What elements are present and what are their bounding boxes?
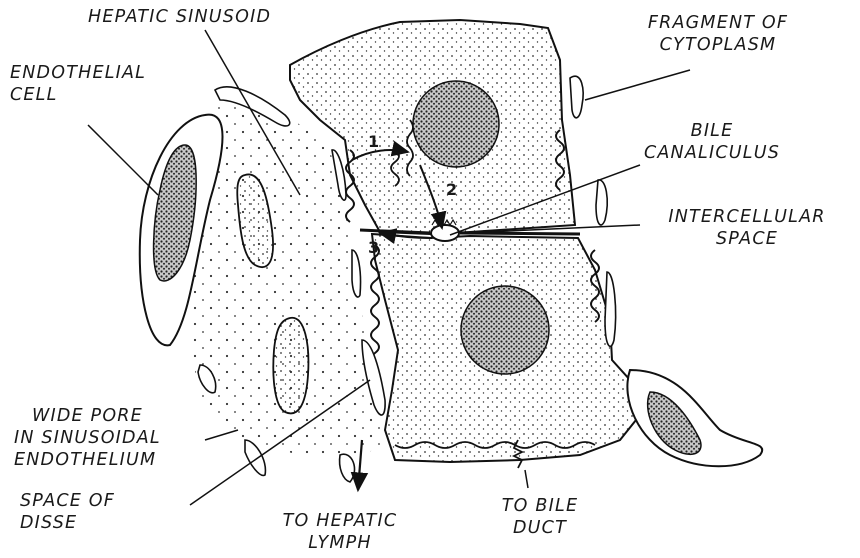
label-endothelial-cell: ENDOTHELIAL CELL [10, 62, 146, 106]
label-intercellular-space: INTERCELLULAR SPACE [642, 206, 852, 250]
label-wide-pore: WIDE PORE IN SINUSOIDAL ENDOTHELIUM [14, 405, 161, 471]
marker-3: 3 [368, 238, 379, 257]
cytoplasm-fragment [570, 76, 583, 118]
red-cell-2 [273, 318, 308, 414]
label-to-bile-duct: TO BILE DUCT [485, 495, 595, 539]
upper-nucleus [413, 81, 499, 167]
marker-2: 2 [446, 180, 457, 199]
label-fragment-of-cytoplasm: FRAGMENT OF CYTOPLASM [608, 12, 828, 56]
label-bile-canaliculus: BILE CANALICULUS [612, 120, 812, 164]
label-to-hepatic-lymph: TO HEPATIC LYMPH [255, 510, 425, 554]
label-hepatic-sinusoid: HEPATIC SINUSOID [88, 6, 271, 28]
label-space-of-disse: SPACE OF DISSE [20, 490, 115, 534]
lower-nucleus [461, 286, 549, 374]
marker-1: 1 [368, 132, 379, 151]
